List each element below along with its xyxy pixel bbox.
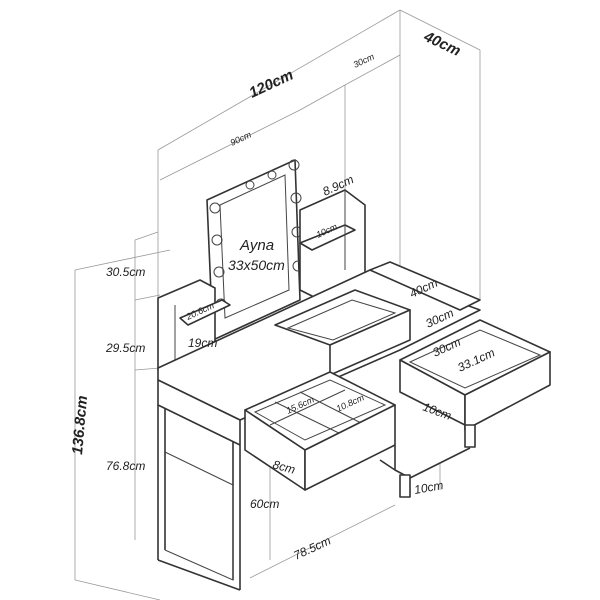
label-upper-height: 30.5cm: [106, 265, 145, 279]
right-cabinet-base: [379, 424, 476, 498]
mirror-light-bulbs: [209, 159, 304, 310]
left-leg-frame: [157, 379, 241, 591]
desk-top: [157, 261, 481, 421]
label-top-width: 90cm: [229, 129, 254, 148]
label-mirror-size: 33x50cm: [228, 257, 285, 273]
label-bottom-width: 78.5cm: [291, 533, 333, 562]
label-table-height: 76.8cm: [106, 459, 145, 473]
label-leg-clearance: 60cm: [250, 497, 279, 511]
dimension-lines: [74, 9, 481, 600]
label-foot-height: 10cm: [413, 478, 444, 497]
label-mirror: Ayna: [239, 237, 274, 254]
right-drawer-open: [399, 319, 551, 431]
right-upper-shelf: [299, 189, 366, 301]
label-depth-total: 40cm: [420, 28, 463, 60]
center-drawer-open: [244, 371, 396, 491]
label-shelf-depth: 30cm: [352, 51, 377, 70]
label-width-total: 120cm: [247, 66, 297, 101]
label-center-drawer-height: 8cm: [271, 457, 297, 476]
label-middle-height: 29.5cm: [105, 341, 145, 355]
label-left-shelf-height: 19cm: [188, 336, 217, 350]
label-total-height: 136.8cm: [69, 395, 91, 455]
